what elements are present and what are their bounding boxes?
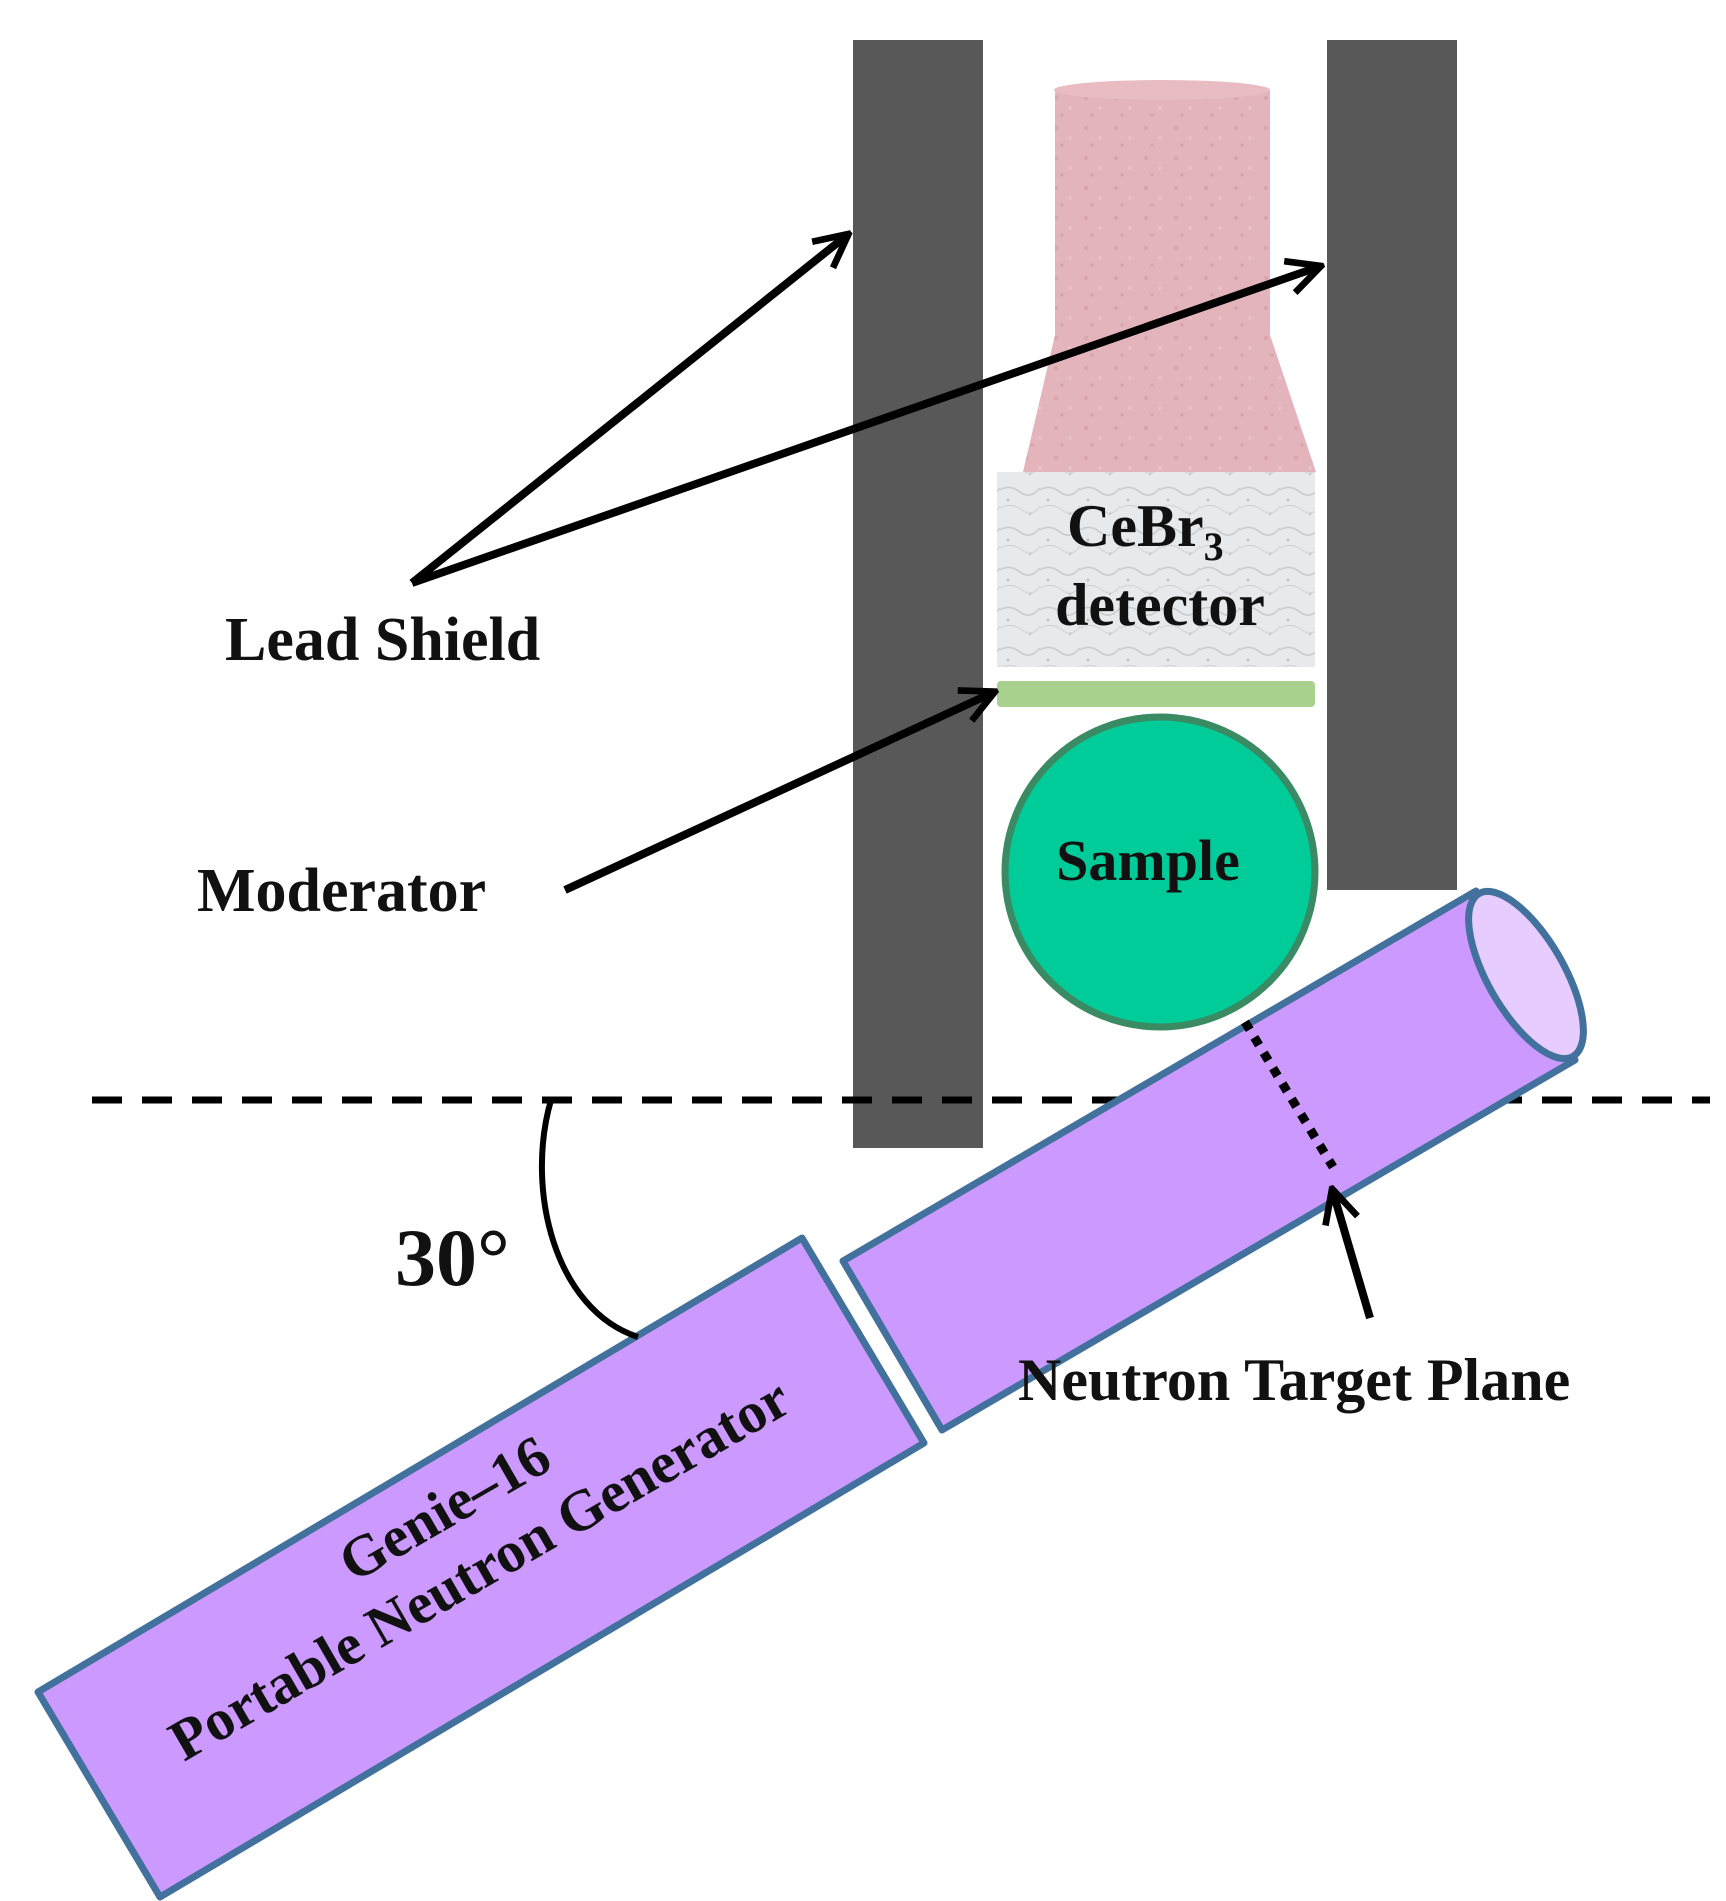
lead-shield-left xyxy=(853,40,983,1148)
neutron-target-plane-label: Neutron Target Plane xyxy=(1018,1347,1570,1413)
lead-shield-label: Lead Shield xyxy=(225,606,540,674)
detector-label-formula: CeBr xyxy=(1067,493,1204,559)
detector-housing xyxy=(997,472,1315,667)
moderator-label: Moderator xyxy=(197,857,486,925)
angle-label: 30° xyxy=(395,1212,510,1303)
detector-label-subscript: 3 xyxy=(1204,524,1224,569)
sample-label: Sample xyxy=(1056,828,1240,893)
generator-tube-opening xyxy=(1465,887,1587,1063)
lead-shield-arrow-right xyxy=(410,267,1318,587)
generator-tube xyxy=(839,887,1579,1434)
angle-arc xyxy=(538,1099,639,1340)
generator-body xyxy=(34,1234,928,1901)
detector-label-word: detector xyxy=(1055,572,1265,638)
lead-shield-arrow-left xyxy=(409,236,846,587)
arrows xyxy=(409,236,1374,1320)
detector-label-name: CeBr3 xyxy=(1067,493,1224,569)
moderator-plate xyxy=(997,681,1315,707)
detector-crystal xyxy=(1023,80,1316,472)
target-plane-arrow xyxy=(1333,1192,1374,1320)
lead-shield-right xyxy=(1327,40,1457,890)
moderator-arrow xyxy=(563,693,992,894)
sample-circle xyxy=(1001,713,1319,1031)
